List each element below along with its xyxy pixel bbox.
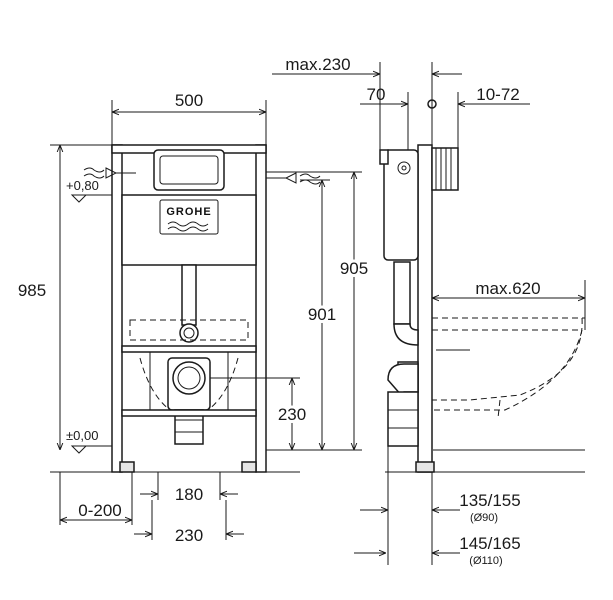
- foot-spacing-label: 230: [175, 526, 203, 545]
- floor-level-marker: [70, 445, 88, 454]
- flush-height-label: 901: [308, 305, 336, 324]
- drain-90-label: 135/155: [459, 491, 520, 510]
- water-level-marker: [70, 194, 88, 203]
- drain-110-label: 145/165: [459, 534, 520, 553]
- water-level-label: +0,80: [66, 178, 99, 193]
- inlet-height-label: 905: [340, 259, 368, 278]
- side-frame: [379, 99, 459, 473]
- wc-pan-outline: [432, 317, 585, 419]
- max-depth-label: max.230: [285, 55, 350, 74]
- pan-projection-label: max.620: [475, 279, 540, 298]
- wall-gap-label: 10-72: [476, 85, 519, 104]
- drain-110-diameter: (Ø110): [469, 555, 502, 567]
- floor-level-label: ±0,00: [66, 428, 98, 443]
- height-dimension-label: 985: [18, 281, 46, 300]
- water-inlet-right: [266, 172, 321, 185]
- grohe-logo-box: [159, 199, 219, 235]
- drain-height-label: 230: [278, 405, 306, 424]
- water-inlet-left: [83, 167, 136, 179]
- offset-dimension-label: 0-200: [78, 501, 121, 520]
- flush-plate-opening: [153, 149, 225, 191]
- frame-depth-label: 70: [367, 85, 386, 104]
- grohe-logo: GROHE: [166, 206, 211, 218]
- front-frame: GROHE: [111, 144, 267, 473]
- width-dimension-label: 500: [175, 91, 203, 110]
- drain-90-diameter: (Ø90): [470, 512, 498, 524]
- pipe-spacing-label: 180: [175, 485, 203, 504]
